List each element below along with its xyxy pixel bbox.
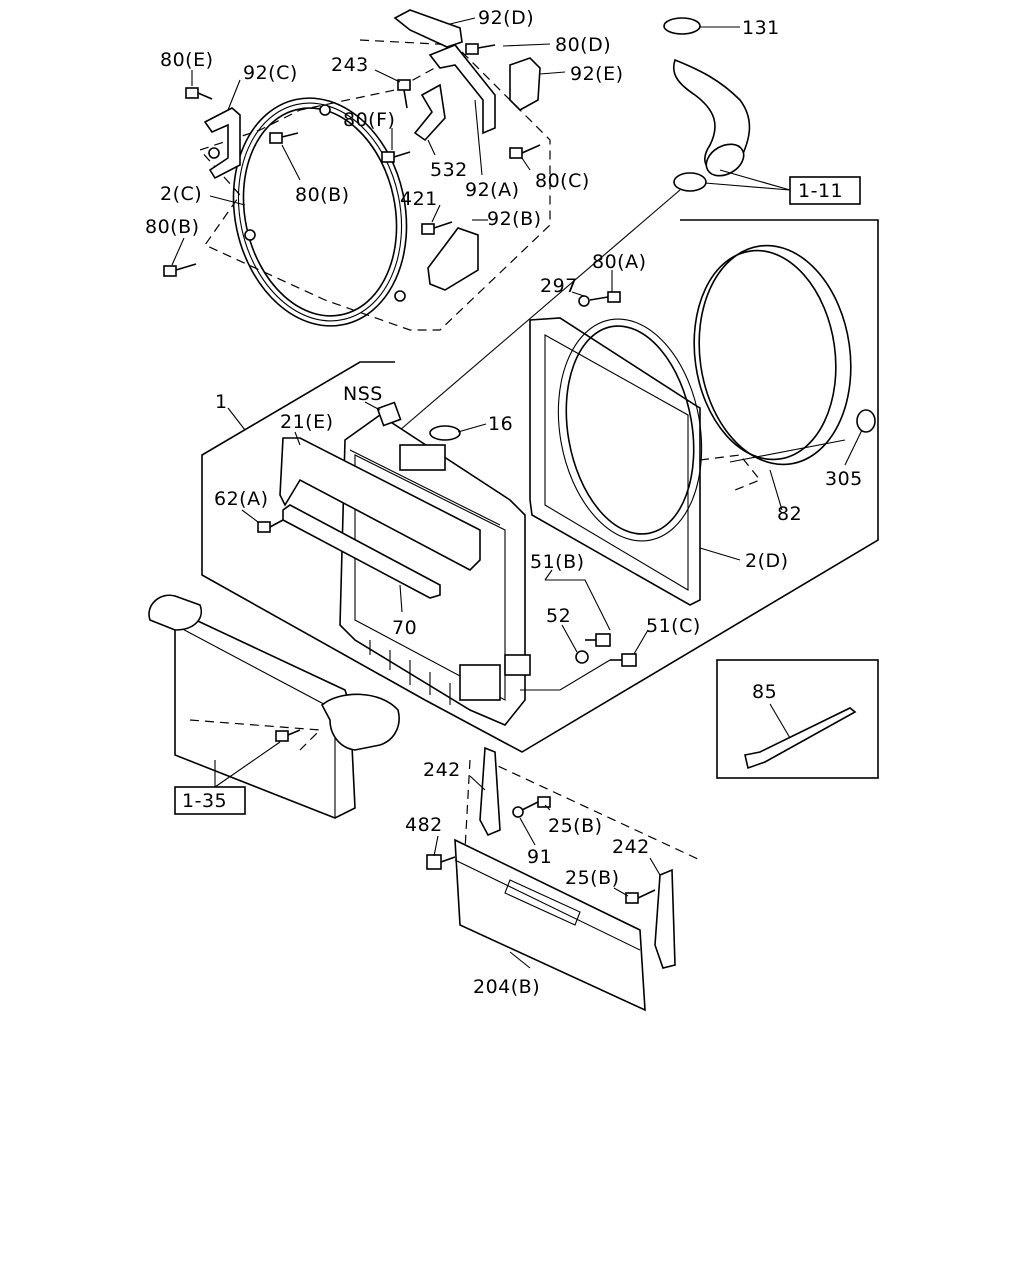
- leaders-upper: [171, 17, 566, 266]
- leaders-main: [227, 270, 863, 655]
- washer-297: [578, 295, 590, 307]
- label-92b: 92(B): [487, 208, 542, 230]
- label-25b-upper: 25(B): [548, 815, 603, 837]
- label-297: 297: [540, 275, 578, 297]
- bolt-421: [421, 221, 453, 235]
- label-62a: 62(A): [214, 488, 269, 510]
- ring-join-dash: [699, 454, 761, 491]
- label-51c: 51(C): [646, 615, 701, 637]
- leaders-lower: [433, 775, 661, 969]
- label-82: 82: [777, 503, 802, 525]
- clamp-131: [663, 17, 701, 35]
- label-21e: 21(E): [280, 411, 334, 433]
- radiator-core: [339, 414, 531, 726]
- label-243: 243: [331, 54, 369, 76]
- label-1: 1: [215, 391, 228, 413]
- lower-group: [426, 746, 701, 1012]
- inset-frame: [716, 659, 879, 779]
- bolt-80a: [589, 291, 621, 303]
- label-ref-1-35[interactable]: 1-35: [182, 790, 227, 812]
- label-131: 131: [742, 17, 780, 39]
- label-92d: 92(D): [478, 7, 534, 29]
- bracket-242-left: [479, 746, 501, 837]
- label-80c: 80(C): [535, 170, 590, 192]
- cap-16: [429, 425, 461, 441]
- label-2c: 2(C): [160, 183, 202, 205]
- clamp-lower: [673, 172, 707, 192]
- washer-52: [575, 650, 589, 664]
- label-92a: 92(A): [465, 179, 520, 201]
- label-2d: 2(D): [745, 550, 789, 572]
- lower-dash-2: [464, 759, 471, 851]
- main-assembly-outline: [201, 219, 879, 753]
- ref-box-1-11[interactable]: [789, 176, 861, 205]
- label-421: 421: [400, 188, 438, 210]
- bolt-80b-upper: [269, 132, 299, 144]
- bracket-92a: [428, 44, 496, 135]
- label-91: 91: [527, 846, 552, 868]
- label-52: 52: [546, 605, 571, 627]
- grommet-305: [856, 409, 876, 433]
- nut-482: [426, 854, 456, 870]
- cable-tie-box: [716, 659, 879, 779]
- bolt-80b-lower: [163, 263, 197, 277]
- label-51b: 51(B): [530, 551, 585, 573]
- cable-tie-85: [744, 707, 857, 770]
- hose-group: [663, 17, 861, 205]
- label-25b-lower: 25(B): [565, 867, 620, 889]
- label-482: 482: [405, 814, 443, 836]
- bolt-25b-lower: [625, 889, 656, 904]
- label-305: 305: [825, 468, 863, 490]
- baffle-21e: [279, 437, 481, 571]
- lower-dash-1: [484, 759, 701, 861]
- main-assembly-group: [201, 189, 879, 753]
- bolt-25b-upper: [521, 796, 551, 811]
- bolt-1-35: [275, 729, 301, 742]
- filler-neck-nss: [376, 401, 402, 427]
- bolt-80d: [465, 43, 496, 55]
- upper-shroud-group: [163, 9, 551, 331]
- bracket-92b: [427, 227, 479, 291]
- label-92c: 92(C): [243, 62, 298, 84]
- bolt-80f: [381, 151, 411, 163]
- bolt-80c: [509, 144, 541, 159]
- label-80f: 80(F): [343, 109, 395, 131]
- label-85: 85: [752, 681, 777, 703]
- bracket-242-right: [654, 868, 676, 969]
- label-ref-1-11[interactable]: 1-11: [798, 180, 843, 202]
- bolt-51c: [610, 653, 637, 667]
- label-nss: NSS: [343, 383, 383, 405]
- bolt-243: [397, 79, 411, 109]
- ref-box-1-35[interactable]: [174, 786, 246, 815]
- label-204b: 204(B): [473, 976, 540, 998]
- label-70: 70: [392, 617, 417, 639]
- label-80b-upper: 80(B): [295, 184, 350, 206]
- label-242-left: 242: [423, 759, 461, 781]
- label-242-right: 242: [612, 836, 650, 858]
- label-16: 16: [488, 413, 513, 435]
- label-80d: 80(D): [555, 34, 611, 56]
- label-532: 532: [430, 159, 468, 181]
- bracket-532: [413, 83, 446, 142]
- label-80b-lower: 80(B): [145, 216, 200, 238]
- intercooler-group: [148, 594, 400, 819]
- ring-82: [693, 244, 852, 466]
- label-80a: 80(A): [592, 251, 647, 273]
- label-92e: 92(E): [570, 63, 624, 85]
- bracket-92d: [393, 9, 463, 48]
- bolt-80e: [185, 87, 213, 100]
- bolt-51b: [585, 633, 611, 647]
- bolt-62a: [257, 519, 284, 533]
- washer-91: [512, 806, 524, 818]
- bracket-92e: [509, 57, 541, 111]
- bracket-92c: [203, 107, 241, 180]
- shroud-2d: [529, 317, 703, 606]
- part-labels: 131 92(D) 80(D) 92(E) 80(E) 92(C) 243 80…: [145, 7, 863, 998]
- label-80e: 80(E): [160, 49, 214, 71]
- shroud-ring-2c: [232, 97, 408, 327]
- intercooler: [174, 614, 356, 819]
